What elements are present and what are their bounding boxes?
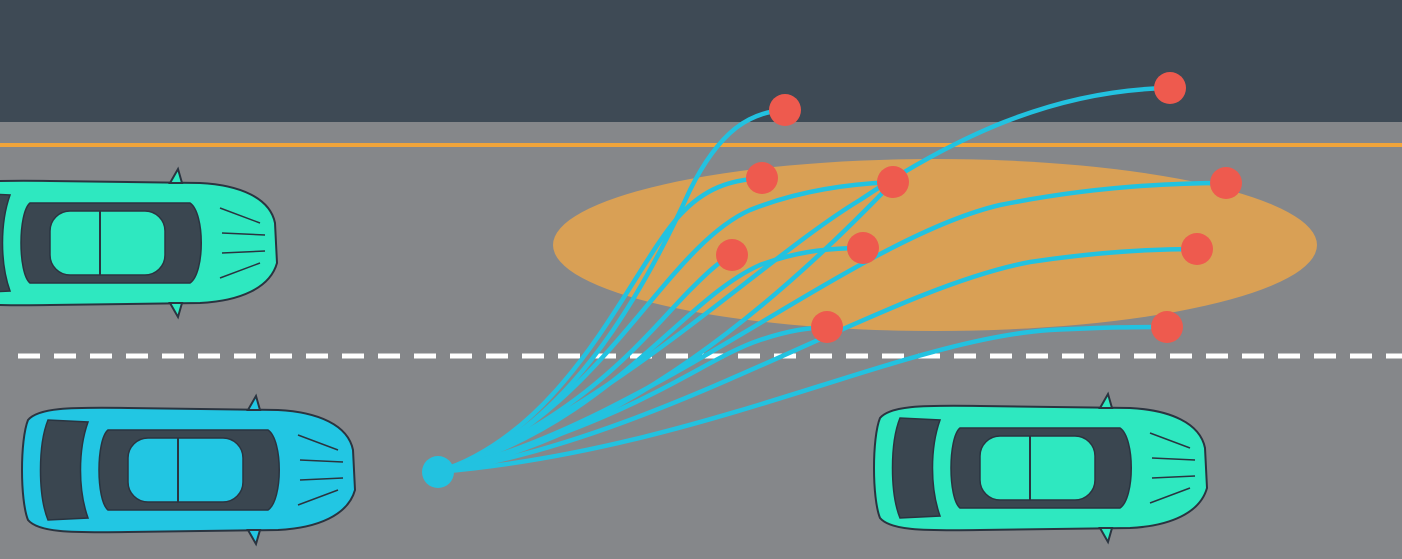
- trajectory: [435, 245, 866, 475]
- offroad-band: [0, 0, 1402, 122]
- trajectory: [435, 85, 1173, 475]
- road-edge-line: [0, 143, 1402, 147]
- ego-car: [21, 395, 356, 545]
- endpoint-dot: [746, 162, 778, 194]
- other-car-left: [0, 168, 278, 318]
- candidate-trajectories: [435, 85, 1229, 475]
- trajectory: [435, 246, 1200, 475]
- trajectory: [435, 175, 765, 475]
- endpoint-dot: [1181, 233, 1213, 265]
- target-region: [553, 159, 1317, 331]
- trajectory: [435, 324, 1170, 475]
- endpoint-dot: [811, 311, 843, 343]
- trajectory: [435, 180, 1229, 475]
- endpoint-dot: [1154, 72, 1186, 104]
- endpoint-dot: [847, 232, 879, 264]
- endpoint-dot: [1210, 167, 1242, 199]
- endpoint-dot: [877, 166, 909, 198]
- trajectory: [435, 179, 896, 475]
- endpoint-dot: [716, 239, 748, 271]
- trajectory-origin: [422, 456, 454, 488]
- other-car-right: [873, 393, 1208, 543]
- trajectory-endpoints: [716, 72, 1242, 343]
- trajectory: [435, 179, 896, 475]
- endpoint-dot: [769, 94, 801, 126]
- endpoint-dot: [1151, 311, 1183, 343]
